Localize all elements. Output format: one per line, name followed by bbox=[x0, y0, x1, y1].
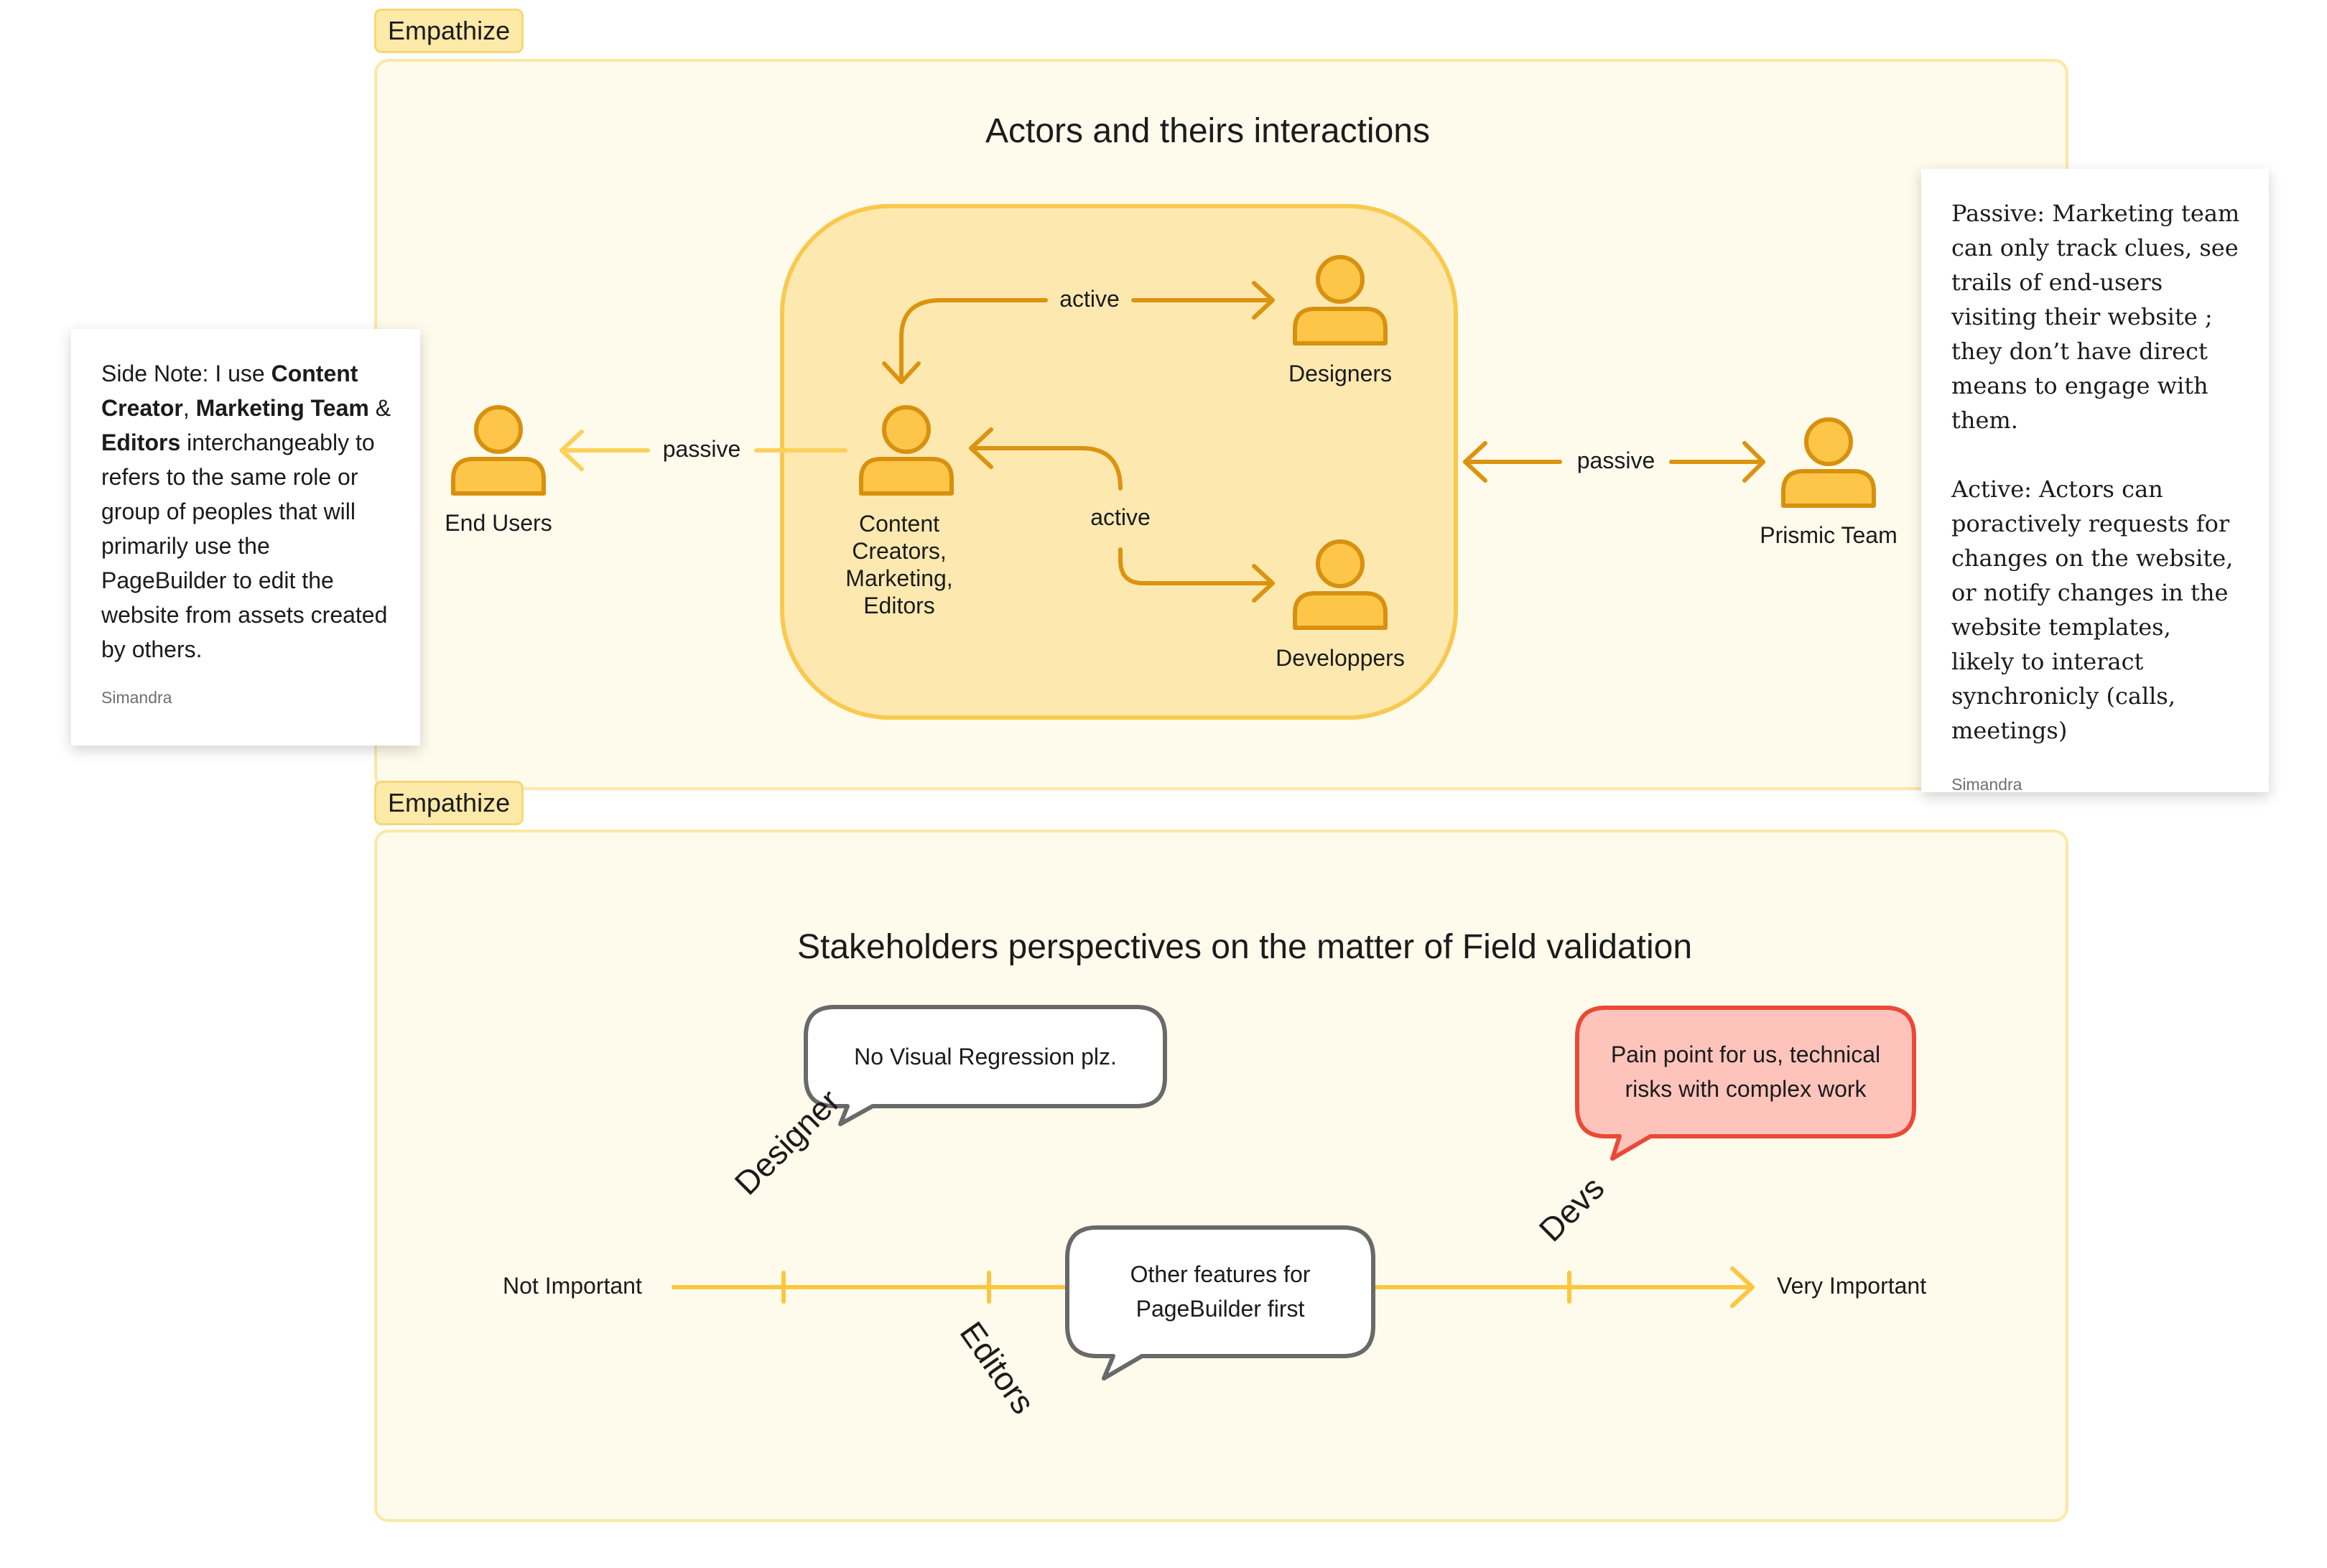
note-seg-5: & bbox=[368, 395, 391, 421]
content-creators-line-1: Content bbox=[858, 511, 940, 537]
section-stakeholders-frame bbox=[374, 830, 2068, 1522]
bubble-devs-line-1: Pain point for us, technical bbox=[1610, 1042, 1881, 1067]
passive-arrow-end-users bbox=[559, 430, 847, 471]
designers-label: Designers bbox=[1288, 361, 1393, 386]
note-seg-4: Marketing Team bbox=[195, 395, 369, 421]
content-creators-line-4: Editors bbox=[863, 593, 935, 618]
content-group-box bbox=[780, 204, 1458, 720]
bubble-editors-line-1: Other features for bbox=[1130, 1261, 1311, 1287]
bubble-devs-shape bbox=[1575, 1006, 1916, 1161]
developpers-icon bbox=[1293, 539, 1388, 630]
note-seg-3: , bbox=[182, 395, 196, 421]
side-note-right-author: Simandra bbox=[1951, 775, 2022, 794]
prismic-team-label: Prismic Team bbox=[1760, 522, 1898, 548]
bubble-devs-line-2: risks with complex work bbox=[1625, 1076, 1867, 1102]
end-users-label: End Users bbox=[445, 510, 552, 536]
end-users-icon bbox=[451, 405, 546, 496]
note-seg-2: Content Creator bbox=[101, 361, 358, 421]
passive-arrow-prismic bbox=[1463, 441, 1765, 483]
note-seg-1: Side Note: I use bbox=[101, 361, 271, 386]
side-note-right-passive: Passive: Marketing team can only track c… bbox=[1951, 200, 2240, 434]
content-creators-line-3: Marketing, bbox=[845, 565, 953, 591]
side-note-right-active: Active: Actors can poractively requests … bbox=[1951, 475, 2234, 744]
side-note-right: Passive: Marketing team can only track c… bbox=[1921, 169, 2269, 794]
section-title-stakeholders: Stakeholders perspectives on the matter … bbox=[797, 928, 1693, 966]
section-tag-stakeholders: Empathize bbox=[374, 781, 524, 825]
edge-label-active-designers: active bbox=[1059, 286, 1120, 312]
active-arrow-designers bbox=[882, 281, 1275, 384]
section-title-actors: Actors and theirs interactions bbox=[985, 112, 1430, 150]
scale-left-label: Not Important bbox=[503, 1273, 642, 1299]
edge-label-passive-prismic: passive bbox=[1576, 447, 1655, 473]
side-note-left: Side Note: I use Content Creator, Market… bbox=[71, 329, 420, 746]
bubble-designer-shape bbox=[804, 1005, 1167, 1126]
bubble-devs-text: Pain point for us, technical risks with … bbox=[1579, 1037, 1912, 1106]
edge-label-passive-end-users: passive bbox=[662, 436, 741, 462]
side-note-left-author: Simandra bbox=[101, 688, 172, 707]
note-seg-7: interchangeably to refers to the same ro… bbox=[101, 430, 388, 662]
content-creators-line-2: Creators, bbox=[852, 538, 947, 564]
bubble-editors-line-2: PageBuilder first bbox=[1135, 1296, 1305, 1322]
importance-axis bbox=[672, 1266, 1755, 1308]
side-note-left-text: Side Note: I use Content Creator, Market… bbox=[101, 356, 391, 667]
bubble-editors-text: Other features for PageBuilder first bbox=[1069, 1257, 1371, 1326]
designers-icon bbox=[1293, 255, 1388, 345]
developpers-label: Developpers bbox=[1276, 645, 1405, 671]
section-tag-actors: Empathize bbox=[374, 9, 524, 53]
edge-label-active-developpers: active bbox=[1090, 504, 1151, 530]
active-arrow-developpers bbox=[969, 427, 1275, 603]
content-creators-icon bbox=[859, 405, 954, 496]
prismic-team-icon bbox=[1781, 417, 1876, 508]
bubble-designer-text: No Visual Regression plz. bbox=[854, 1044, 1117, 1070]
content-creators-label: Content Creators, Marketing, Editors bbox=[827, 510, 971, 619]
bubble-editors-shape bbox=[1065, 1225, 1375, 1381]
note-seg-6: Editors bbox=[101, 430, 181, 455]
scale-right-label: Very Important bbox=[1777, 1273, 1927, 1299]
